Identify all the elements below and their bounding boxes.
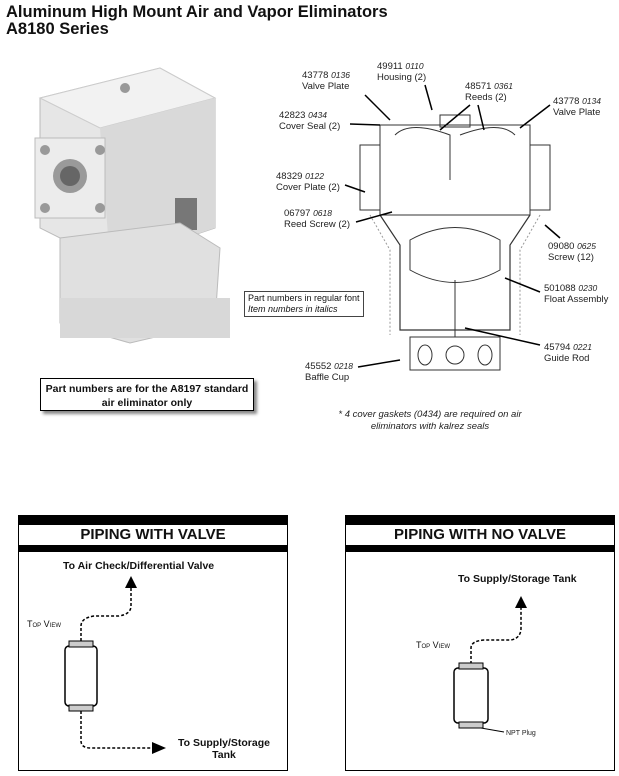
callout-arrows [344,84,561,368]
npt-plug-label: NPT Plug [506,730,536,737]
panel-title: PIPING WITH NO VALVE [394,526,566,543]
footnote: * 4 cover gaskets (0434) are required on… [338,409,522,432]
valve-piping-diagram [64,576,166,754]
font-legend: Part numbers in regular font Item number… [244,291,364,317]
standard-note: Part numbers are for the A8197 standard … [40,378,254,411]
cutaway-diagram [359,114,551,371]
top-view-label: Top View [416,640,451,650]
to-tank-label: To Supply/Storage Tank [458,573,577,585]
top-view-label: Top View [27,619,62,629]
no-valve-piping-diagram [453,596,527,733]
piping-with-valve-panel: PIPING WITH VALVE To Air Check/Different… [18,515,288,771]
piping-no-valve-panel: PIPING WITH NO VALVE To Supply/Storage T… [345,515,615,771]
page-title: Aluminum High Mount Air and Vapor Elimin… [6,3,388,38]
to-valve-label: To Air Check/Differential Valve [63,560,215,572]
panel-title: PIPING WITH VALVE [80,526,226,543]
product-photo [34,67,230,344]
